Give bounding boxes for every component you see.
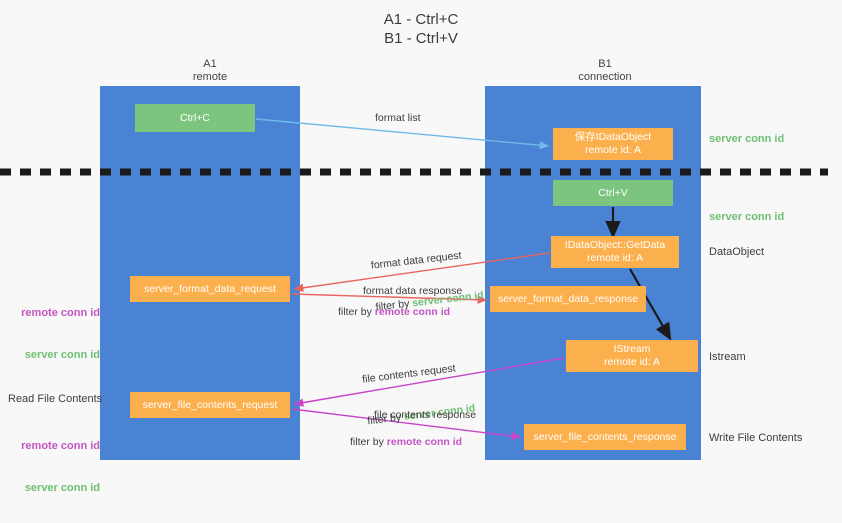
edge-label-format-data-response: format data response bbox=[363, 285, 463, 297]
annotation-server-conn-id-top: server conn id bbox=[709, 133, 785, 145]
node-save-idataobject-sublabel: remote id: A bbox=[584, 144, 642, 156]
node-save-idataobject-label: 保存IDataObject bbox=[574, 131, 652, 143]
lane-header-a1: A1 remote bbox=[192, 58, 228, 83]
edge-label-format-list: format list bbox=[375, 112, 421, 124]
node-file-req-label: server_file_contents_request bbox=[142, 398, 278, 411]
filter-value-remote-conn-id: remote conn id bbox=[386, 436, 463, 448]
annotation-remote-conn-id-2: remote conn id bbox=[21, 440, 100, 452]
edge-label-format-data-request-line1: format data request bbox=[370, 249, 463, 272]
node-ctrl-v-label: Ctrl+V bbox=[598, 186, 628, 199]
page-title: A1 - Ctrl+C B1 - Ctrl+V bbox=[383, 11, 459, 47]
node-getdata-sublabel: remote id: A bbox=[586, 252, 644, 264]
annotation-left-conn-ids-1: remote conn id server conn id bbox=[8, 278, 100, 390]
node-fmt-req-label: server_format_data_request bbox=[144, 282, 276, 295]
node-ctrl-v[interactable]: Ctrl+V bbox=[553, 180, 673, 206]
filter-prefix: filter by bbox=[338, 306, 375, 318]
node-ctrl-c[interactable]: Ctrl+C bbox=[135, 104, 255, 132]
annotation-server-conn-id-1: server conn id bbox=[24, 349, 100, 361]
filter-prefix: filter by bbox=[350, 436, 387, 448]
annotation-dataobject: DataObject bbox=[709, 246, 765, 258]
node-ctrl-c-label: Ctrl+C bbox=[179, 111, 211, 124]
diagram-canvas: A1 - Ctrl+C B1 - Ctrl+V A1 remote B1 con… bbox=[0, 11, 828, 494]
edge-label-format-data-request: format data request filter by server con… bbox=[367, 219, 488, 343]
annotation-read-file-contents: Read File Contents bbox=[8, 393, 103, 405]
node-server-format-data-request[interactable]: server_format_data_request bbox=[130, 276, 290, 302]
node-istream-sublabel: remote id: A bbox=[603, 356, 661, 368]
annotation-remote-conn-id-1: remote conn id bbox=[21, 307, 100, 319]
node-istream[interactable]: IStream remote id: A bbox=[566, 340, 698, 372]
node-server-file-contents-request[interactable]: server_file_contents_request bbox=[130, 392, 290, 418]
annotation-server-conn-id-mid: server conn id bbox=[709, 211, 785, 223]
edge-label-file-contents-response-filter: filter by remote conn id bbox=[350, 435, 462, 449]
node-server-file-contents-response[interactable]: server_file_contents_response bbox=[524, 424, 686, 450]
edge-label-file-contents-response: file contents response bbox=[374, 409, 477, 421]
node-fmt-resp-label: server_format_data_response bbox=[497, 292, 639, 305]
annotation-left-conn-ids-2: remote conn id server conn id bbox=[8, 411, 100, 523]
annotation-write-file-contents: Write File Contents bbox=[709, 432, 803, 444]
node-server-format-data-response[interactable]: server_format_data_response bbox=[490, 286, 646, 312]
node-file-resp-label: server_file_contents_response bbox=[533, 430, 677, 443]
edge-label-file-contents-request-line1: file contents request bbox=[361, 362, 457, 386]
annotation-istream: Istream bbox=[709, 351, 746, 363]
node-getdata-label: IDataObject::GetData bbox=[564, 239, 666, 251]
node-save-idataobject[interactable]: 保存IDataObject remote id: A bbox=[553, 128, 673, 160]
lane-header-b1: B1 connection bbox=[578, 58, 632, 83]
filter-value-remote-conn-id: remote conn id bbox=[374, 306, 451, 318]
node-istream-label: IStream bbox=[613, 343, 651, 355]
annotation-server-conn-id-2: server conn id bbox=[24, 482, 100, 494]
edge-label-format-data-response-filter: filter by remote conn id bbox=[338, 305, 450, 319]
node-idataobject-getdata[interactable]: IDataObject::GetData remote id: A bbox=[551, 236, 679, 268]
